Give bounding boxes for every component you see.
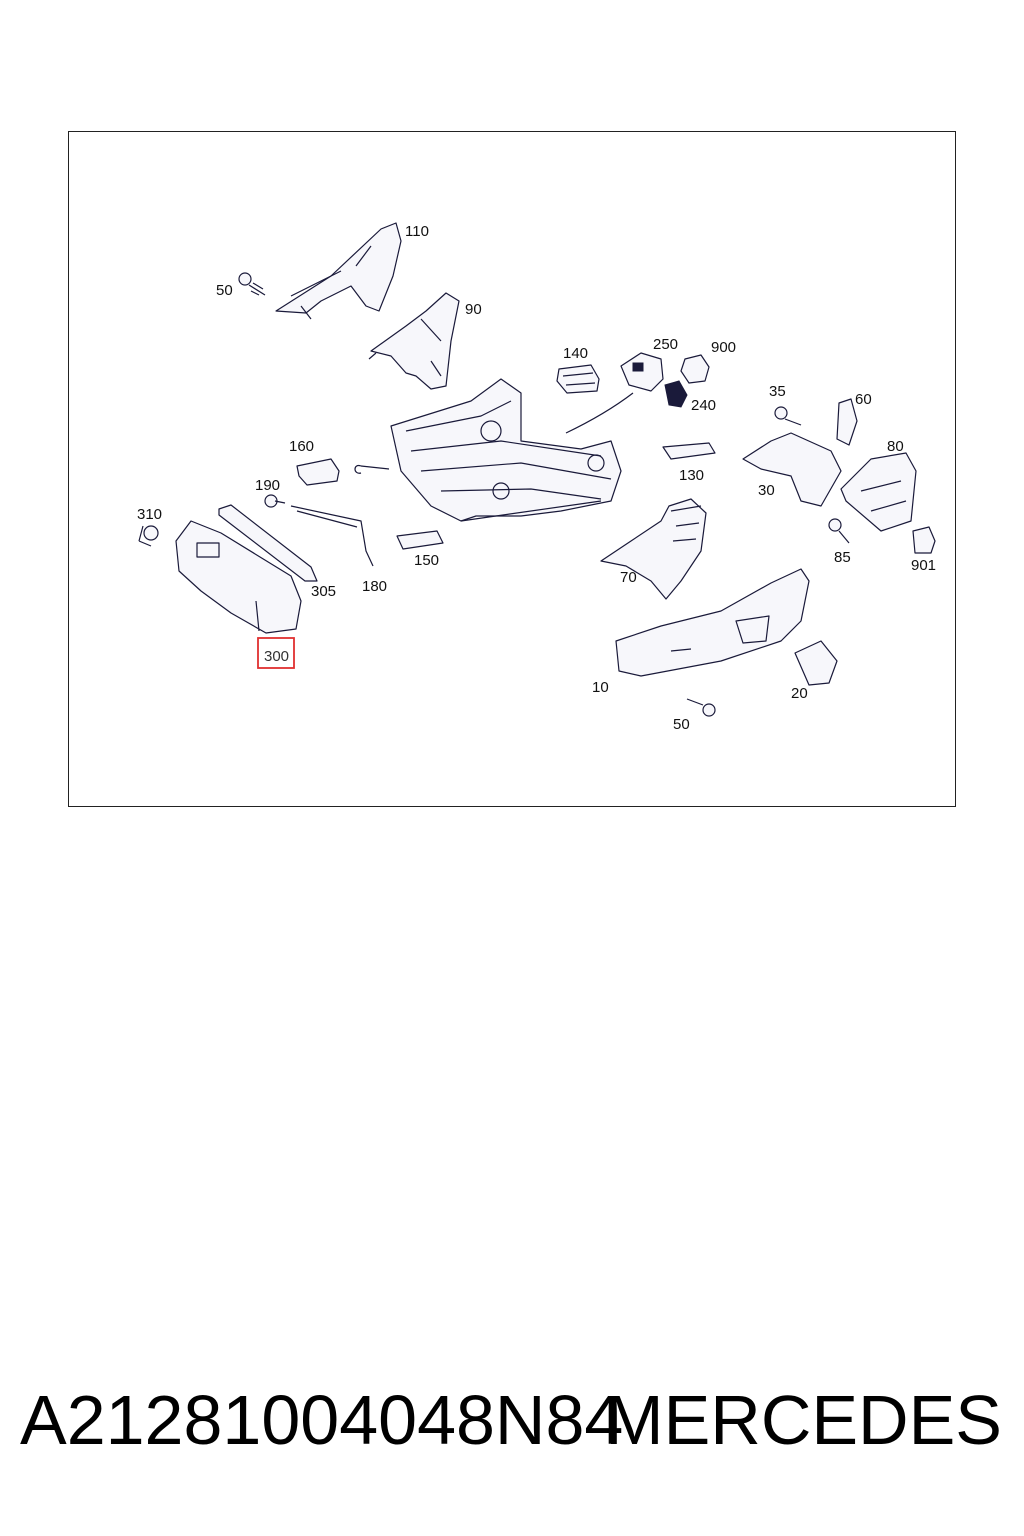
callout-140: 140 <box>563 345 588 362</box>
callout-901: 901 <box>911 557 936 574</box>
part-300 <box>175 520 302 634</box>
callout-305: 305 <box>311 583 336 600</box>
callout-10: 10 <box>592 679 609 696</box>
part-180 <box>290 505 374 567</box>
callout-300: 300 <box>264 648 289 665</box>
exploded-parts-diagram: 110 50 90 140 250 900 240 35 60 80 160 1… <box>137 222 936 733</box>
callout-70: 70 <box>620 569 637 586</box>
part-190 <box>264 494 286 508</box>
part-140 <box>556 364 600 394</box>
footer-bar: A21281004048N84 MERCEDES <box>0 1380 1024 1470</box>
part-85-screw <box>828 518 850 544</box>
callout-300-highlight-box <box>257 637 295 669</box>
callout-160: 160 <box>289 438 314 455</box>
part-900 <box>680 354 710 384</box>
callout-190: 190 <box>255 477 280 494</box>
callout-150: 150 <box>414 552 439 569</box>
callout-110: 110 <box>405 223 429 240</box>
brand-text: MERCEDES <box>605 1381 1002 1459</box>
callout-50-top: 50 <box>216 282 233 299</box>
part-50-screw-top <box>238 272 266 296</box>
part-70 <box>600 498 707 600</box>
part-150 <box>396 530 444 550</box>
part-20 <box>794 640 838 686</box>
callout-85: 85 <box>834 549 851 566</box>
callout-240: 240 <box>691 397 716 414</box>
part-305 <box>218 504 318 582</box>
part-240 <box>664 380 688 408</box>
part-number-text: A21281004048N84 <box>20 1381 624 1459</box>
callout-130: 130 <box>679 467 704 484</box>
part-80 <box>840 452 917 532</box>
cable-wire <box>565 392 634 434</box>
seat-frame <box>354 378 622 522</box>
parts-diagram-frame: 110 50 90 140 250 900 240 35 60 80 160 1… <box>68 131 956 807</box>
part-110 <box>275 222 402 320</box>
part-160 <box>296 458 340 486</box>
callout-60: 60 <box>855 391 872 408</box>
part-50-screw-bottom <box>686 698 716 717</box>
callout-90: 90 <box>465 301 482 318</box>
part-901 <box>912 526 936 554</box>
callout-80: 80 <box>887 438 904 455</box>
callout-20: 20 <box>791 685 808 702</box>
part-90 <box>368 292 460 390</box>
part-130 <box>662 442 716 460</box>
callout-900: 900 <box>711 339 736 356</box>
callout-50-bottom: 50 <box>673 716 690 733</box>
callout-30: 30 <box>758 482 775 499</box>
part-35-screw <box>774 406 802 426</box>
callout-180: 180 <box>362 578 387 595</box>
callout-35: 35 <box>769 383 786 400</box>
part-10 <box>615 568 810 677</box>
part-30 <box>742 432 842 507</box>
callout-310: 310 <box>137 506 162 523</box>
part-310-screw <box>138 525 159 547</box>
callout-labels: 110 50 90 140 250 900 240 35 60 80 160 1… <box>137 223 936 733</box>
part-60 <box>836 398 858 446</box>
callout-250: 250 <box>653 336 678 353</box>
part-250 <box>620 352 664 392</box>
